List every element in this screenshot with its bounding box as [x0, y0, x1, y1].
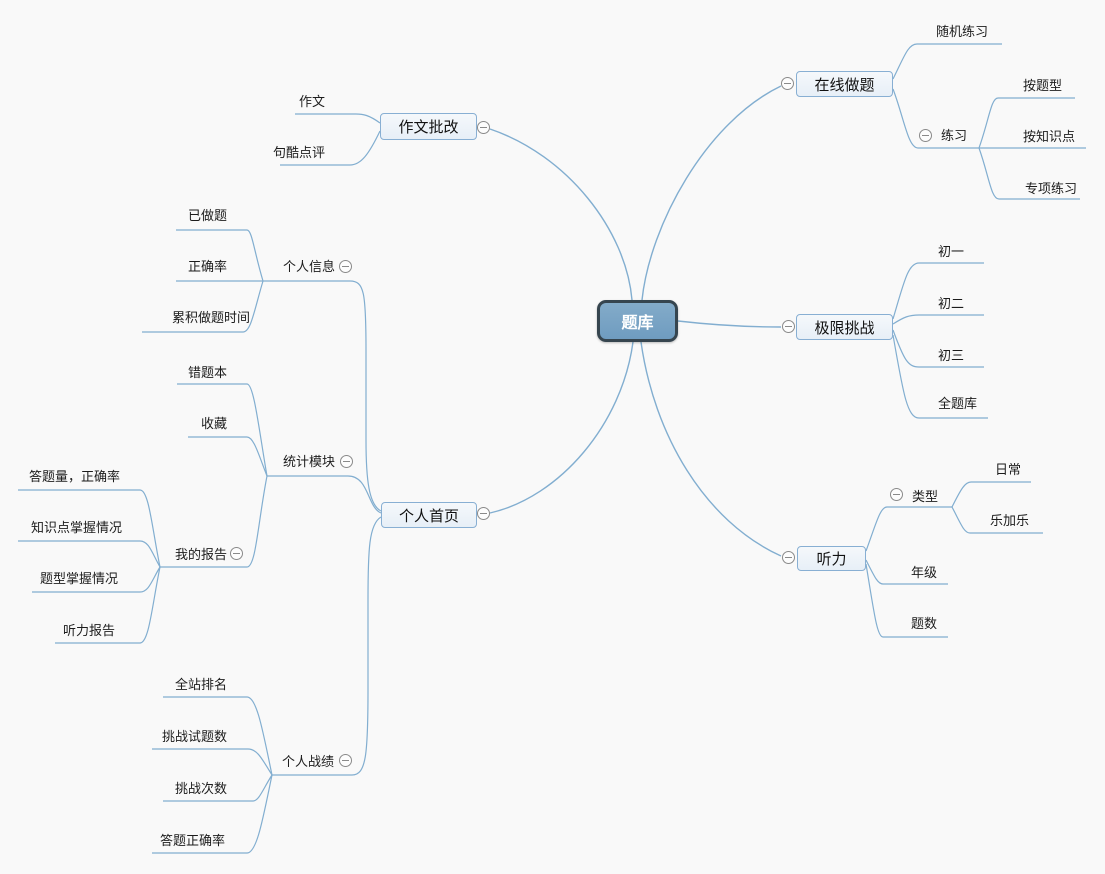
collapse-icon-personal-homepage[interactable]: [477, 507, 490, 520]
edge-essay-correction-essay: [295, 113, 381, 124]
edge-my-report-answer-volume-accuracy: [18, 489, 161, 568]
edge-listening-grade: [865, 559, 948, 585]
topic-extreme-challenge[interactable]: 极限挑战: [796, 314, 893, 340]
subtopic-grade[interactable]: 年级: [911, 565, 938, 580]
subtopic-challenge-times[interactable]: 挑战次数: [174, 781, 227, 796]
edge-online-practice-practice: [892, 88, 979, 149]
collapse-icon-personal-record[interactable]: [339, 754, 352, 767]
edge-personal-record-site-ranking: [163, 696, 273, 776]
collapse-icon-online-practice[interactable]: [781, 77, 794, 90]
subtopic-practice[interactable]: 练习: [941, 128, 968, 143]
subtopic-answer-volume-accuracy[interactable]: 答题量，正确率: [28, 469, 120, 484]
subtopic-wrong-question-book[interactable]: 错题本: [187, 365, 227, 380]
topic-online-practice[interactable]: 在线做题: [796, 71, 893, 97]
topic-essay-correction[interactable]: 作文批改: [380, 113, 477, 140]
edge-personal-record-challenge-question-count: [152, 748, 273, 776]
edge-personal-info-accumulated-time: [142, 280, 264, 333]
subtopic-accuracy[interactable]: 正确率: [187, 259, 227, 274]
edge-personal-record-answer-accuracy: [152, 774, 273, 854]
edge-personal-homepage-personal-record: [272, 516, 382, 776]
collapse-icon-statistics-module[interactable]: [340, 455, 353, 468]
collapse-icon-practice[interactable]: [919, 129, 932, 142]
subtopic-lejiale[interactable]: 乐加乐: [990, 513, 1030, 528]
subtopic-daily[interactable]: 日常: [995, 462, 1022, 477]
subtopic-type[interactable]: 类型: [912, 489, 939, 504]
subtopic-full-question-bank[interactable]: 全题库: [938, 396, 978, 411]
edge-extreme-challenge-grade8: [892, 314, 984, 325]
edge-type-daily: [951, 481, 1031, 508]
subtopic-my-report[interactable]: 我的报告: [174, 547, 227, 562]
subtopic-jukuu-review[interactable]: 句酷点评: [272, 145, 325, 160]
edge-type-lejiale: [951, 506, 1043, 534]
edge-extreme-challenge-grade7: [892, 262, 984, 320]
subtopic-by-knowledge-point[interactable]: 按知识点: [1023, 129, 1076, 144]
edge-root-extreme-challenge: [677, 320, 782, 328]
subtopic-challenge-question-count[interactable]: 挑战试题数: [161, 729, 227, 744]
subtopic-answer-accuracy[interactable]: 答题正确率: [159, 833, 225, 848]
edge-extreme-challenge-grade9: [892, 329, 984, 368]
subtopic-special-practice[interactable]: 专项练习: [1025, 181, 1078, 196]
subtopic-grade8[interactable]: 初二: [938, 296, 965, 311]
edge-statistics-my-report: [160, 475, 268, 568]
edge-online-practice-random-practice: [892, 43, 1002, 80]
subtopic-site-ranking[interactable]: 全站排名: [174, 677, 227, 692]
subtopic-grade7[interactable]: 初一: [938, 244, 965, 259]
collapse-icon-essay-correction[interactable]: [477, 121, 490, 134]
edge-extreme-challenge-full-question-bank: [892, 334, 988, 419]
subtopic-statistics-module[interactable]: 统计模块: [282, 454, 335, 469]
subtopic-accumulated-time[interactable]: 累积做题时间: [171, 310, 250, 325]
edge-personal-info-done-questions: [176, 229, 264, 282]
edge-my-report-listening-report: [55, 566, 161, 644]
edge-root-personal-homepage: [489, 341, 634, 514]
subtopic-essay[interactable]: 作文: [298, 94, 325, 109]
edge-personal-homepage-statistics-module: [267, 475, 382, 514]
edge-personal-homepage-personal-info: [263, 280, 382, 512]
collapse-icon-personal-info[interactable]: [339, 260, 352, 273]
subtopic-by-question-type[interactable]: 按题型: [1023, 78, 1063, 93]
subtopic-question-count[interactable]: 题数: [911, 616, 938, 631]
edge-listening-question-count: [865, 563, 948, 638]
subtopic-personal-info[interactable]: 个人信息: [282, 259, 335, 274]
subtopic-random-practice[interactable]: 随机练习: [936, 24, 989, 39]
topic-listening[interactable]: 听力: [797, 546, 866, 571]
collapse-icon-type[interactable]: [890, 488, 903, 501]
collapse-icon-listening[interactable]: [782, 551, 795, 564]
edge-statistics-wrong-question-book: [177, 383, 268, 477]
subtopic-question-type-mastery[interactable]: 题型掌握情况: [39, 571, 118, 586]
edge-root-online-practice: [641, 85, 782, 301]
collapse-icon-extreme-challenge[interactable]: [782, 320, 795, 333]
root-topic-question-bank[interactable]: 题库: [597, 300, 678, 342]
edge-practice-special-practice: [978, 147, 1080, 200]
subtopic-favorites[interactable]: 收藏: [200, 416, 227, 431]
edge-my-report-knowledge-mastery: [18, 540, 161, 568]
topic-personal-homepage[interactable]: 个人首页: [381, 502, 477, 528]
subtopic-knowledge-mastery[interactable]: 知识点掌握情况: [30, 520, 122, 535]
edge-root-essay-correction: [489, 128, 633, 301]
subtopic-personal-record[interactable]: 个人战绩: [281, 754, 334, 769]
edge-personal-record-challenge-times: [163, 774, 273, 802]
edge-essay-correction-jukuu-review: [280, 130, 381, 166]
subtopic-listening-report[interactable]: 听力报告: [62, 623, 115, 638]
edge-practice-by-question-type: [978, 97, 1075, 149]
edge-statistics-favorites: [188, 436, 268, 477]
subtopic-grade9[interactable]: 初三: [938, 348, 965, 363]
collapse-icon-my-report[interactable]: [230, 547, 243, 560]
edge-root-listening: [640, 341, 782, 557]
subtopic-done-questions[interactable]: 已做题: [187, 208, 227, 223]
edge-listening-type: [865, 506, 952, 552]
edge-my-report-question-type-mastery: [32, 566, 161, 593]
